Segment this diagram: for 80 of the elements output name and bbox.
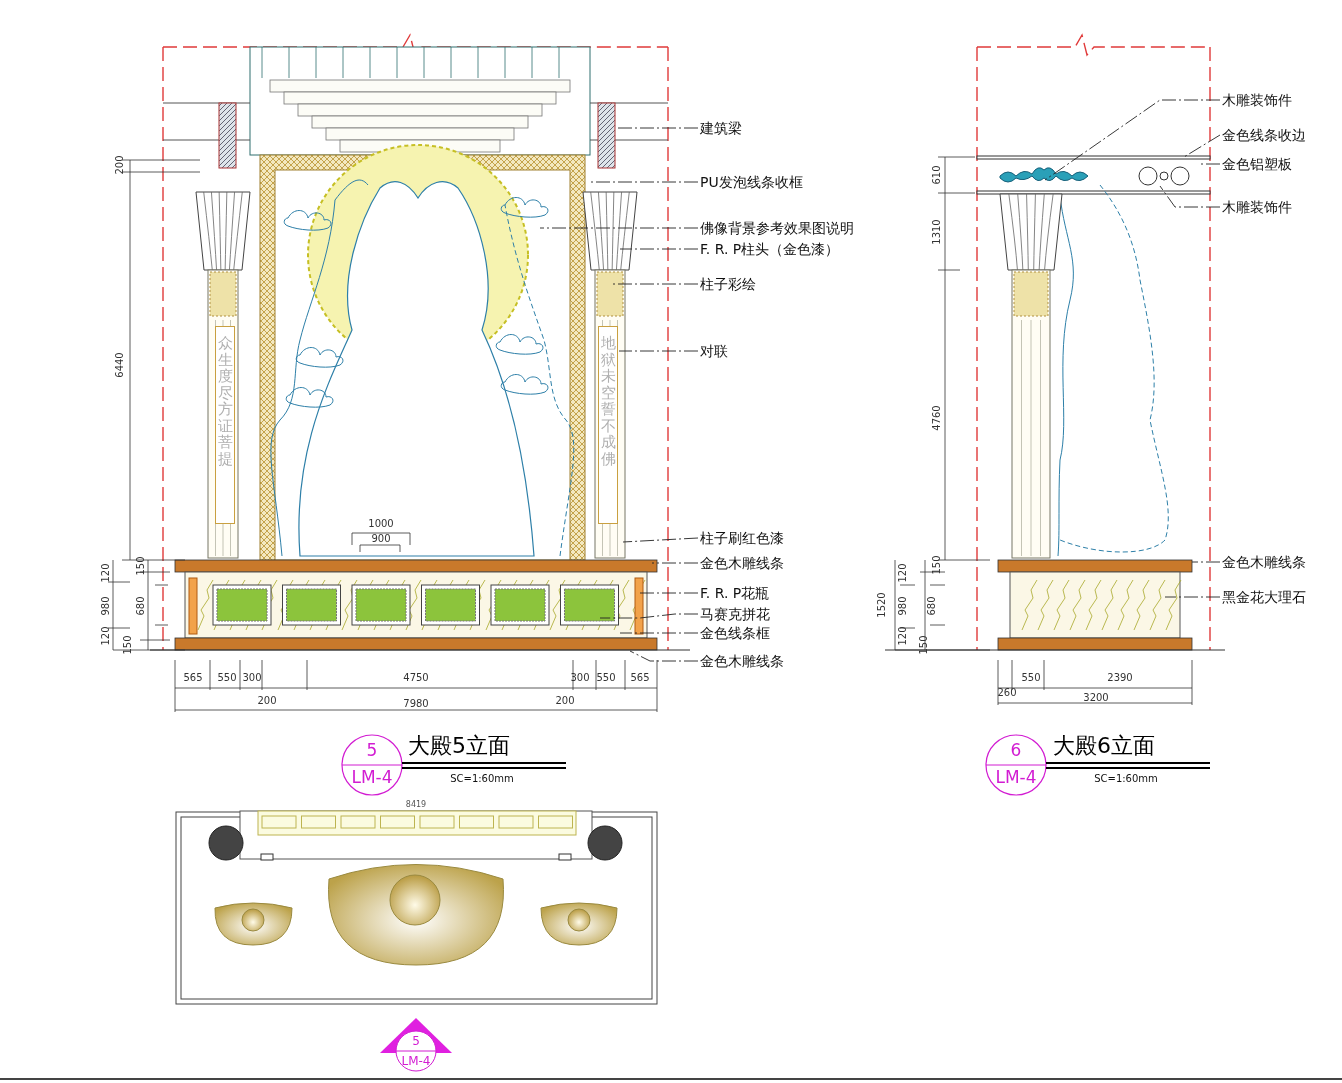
callout-label: 柱子彩绘	[700, 276, 756, 292]
dimension-text: 150	[136, 556, 146, 576]
callout-label: 黑金花大理石	[1222, 589, 1306, 605]
dimension-text: 300	[242, 673, 262, 683]
callout-label: 对联	[700, 343, 728, 359]
callout-number: LM-4	[351, 768, 393, 786]
dimension-text: 300	[570, 673, 590, 683]
callout-number: 5	[412, 1035, 420, 1047]
callout-number: LM-4	[995, 768, 1037, 786]
leader-line	[611, 283, 699, 285]
dimension-text: 565	[630, 673, 650, 683]
dimension-text: 4760	[932, 405, 942, 431]
dimension-text: 200	[115, 155, 125, 175]
leader-line	[599, 613, 699, 619]
dimension-text: 200	[555, 696, 575, 706]
dimension-text: 6440	[115, 352, 125, 378]
callout-label: 柱子刷红色漆	[700, 530, 784, 546]
couplet-panel: 众生度尽方证菩提	[215, 326, 235, 524]
callout-label: 金色铝塑板	[1222, 156, 1292, 172]
drawing-title: 大殿5立面	[408, 735, 510, 757]
leader-line	[629, 650, 699, 662]
dimension-text: 150	[932, 555, 942, 575]
couplet-panel: 地狱未空誓不成佛	[598, 326, 618, 524]
callout-label: 木雕装饰件	[1222, 199, 1292, 215]
dimension-text: 680	[927, 596, 937, 616]
dimension-text: 4750	[403, 673, 429, 683]
callout-label: 金色木雕线条	[1222, 554, 1306, 570]
callout-label: 马赛克拼花	[700, 606, 770, 622]
leader-line	[1191, 561, 1221, 563]
callout-label: PU发泡线条收框	[700, 174, 803, 190]
leader-line	[539, 227, 699, 229]
leader-line	[622, 537, 699, 543]
dimension-text: 260	[997, 688, 1017, 698]
leader-line	[1159, 185, 1221, 208]
scale-note: SC=1:60mm	[450, 774, 514, 784]
dimension-text: 120	[898, 626, 908, 646]
callout-label: 建筑梁	[700, 120, 742, 136]
callout-number: 5	[366, 741, 378, 759]
leader-line	[618, 350, 699, 352]
leader-line	[1183, 134, 1221, 158]
leader-line	[639, 592, 699, 594]
drawing-title: 大殿6立面	[1053, 735, 1155, 757]
callout-label: F. R. P花瓶	[700, 585, 770, 601]
callout-label: 木雕装饰件	[1222, 92, 1292, 108]
leader-line	[651, 562, 699, 564]
dimension-text: 120	[101, 563, 111, 583]
leader-line	[619, 632, 699, 634]
leader-line	[589, 181, 699, 183]
dimension-text: 200	[257, 696, 277, 706]
callout-label: 金色线条收边	[1222, 127, 1306, 143]
dimension-text: 980	[898, 596, 908, 616]
dimension-text: 680	[136, 596, 146, 616]
dimension-text: 8419	[405, 801, 427, 809]
leader-line	[1199, 163, 1221, 165]
dimension-text: 150	[123, 635, 133, 655]
dimension-text: 980	[101, 596, 111, 616]
callout-label: 金色木雕线条	[700, 555, 784, 571]
leader-line	[619, 248, 699, 250]
dimension-text: 2390	[1107, 673, 1133, 683]
callout-label: 金色线条框	[700, 625, 770, 641]
callout-label: 佛像背景参考效果图说明	[700, 220, 854, 236]
callout-number: LM-4	[401, 1055, 431, 1067]
dimension-text: 120	[101, 626, 111, 646]
dimension-text: 550	[1021, 673, 1041, 683]
dimension-text: 900	[371, 534, 391, 544]
leader-line	[1164, 596, 1221, 598]
dimension-text: 610	[932, 165, 942, 185]
dimension-text: 1000	[368, 519, 394, 529]
dimension-text: 3200	[1083, 693, 1109, 703]
dimension-text: 550	[596, 673, 616, 683]
dimension-text: 565	[183, 673, 203, 683]
dimension-text: 1520	[877, 592, 887, 618]
dimension-text: 120	[898, 563, 908, 583]
dimension-text: 1310	[932, 219, 942, 245]
dimension-text: 550	[217, 673, 237, 683]
dimension-text: 7980	[403, 699, 429, 709]
leader-line	[1044, 99, 1221, 181]
scale-note: SC=1:60mm	[1094, 774, 1158, 784]
callout-number: 6	[1010, 741, 1022, 759]
callout-label: 金色木雕线条	[700, 653, 784, 669]
